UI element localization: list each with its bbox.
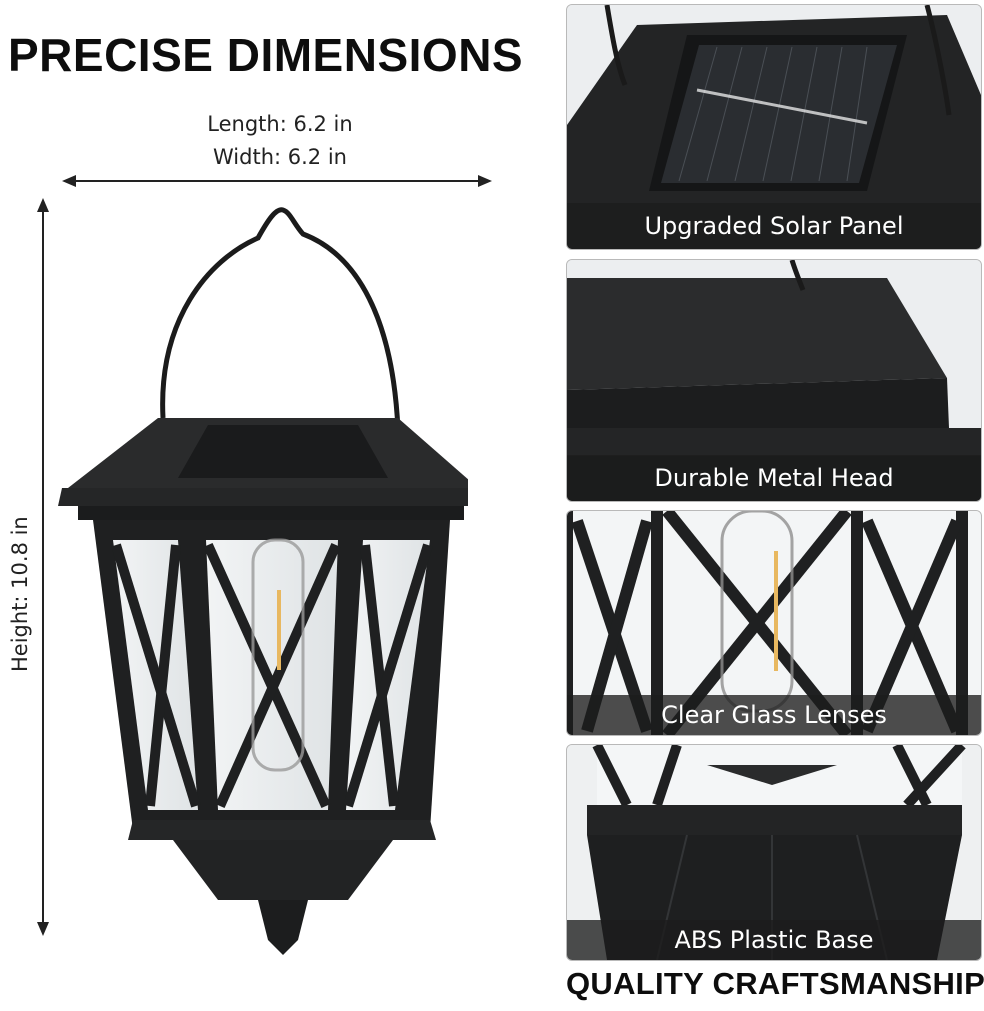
width-arrow-icon: [62, 175, 492, 187]
caption-glass: Clear Glass Lenses: [567, 695, 981, 735]
panel-solar: Upgraded Solar Panel: [566, 4, 982, 250]
lantern-image: [58, 207, 468, 955]
solar-panel-image: [567, 5, 981, 249]
footer-title: QUALITY CRAFTSMANSHIP: [566, 966, 984, 1001]
height-label: Height: 10.8 in: [8, 516, 32, 672]
length-label: Length: 6.2 in: [207, 112, 353, 136]
panel-plastic-base: ABS Plastic Base: [566, 744, 982, 961]
panel-glass: Clear Glass Lenses: [566, 510, 982, 736]
caption-metal-head: Durable Metal Head: [567, 455, 981, 501]
caption-plastic-base: ABS Plastic Base: [567, 920, 981, 960]
panel-metal-head: Durable Metal Head: [566, 259, 982, 502]
width-label: Width: 6.2 in: [213, 145, 347, 169]
page-title: PRECISE DIMENSIONS: [8, 29, 524, 81]
height-arrow-icon: [37, 198, 49, 936]
caption-solar: Upgraded Solar Panel: [567, 203, 981, 249]
